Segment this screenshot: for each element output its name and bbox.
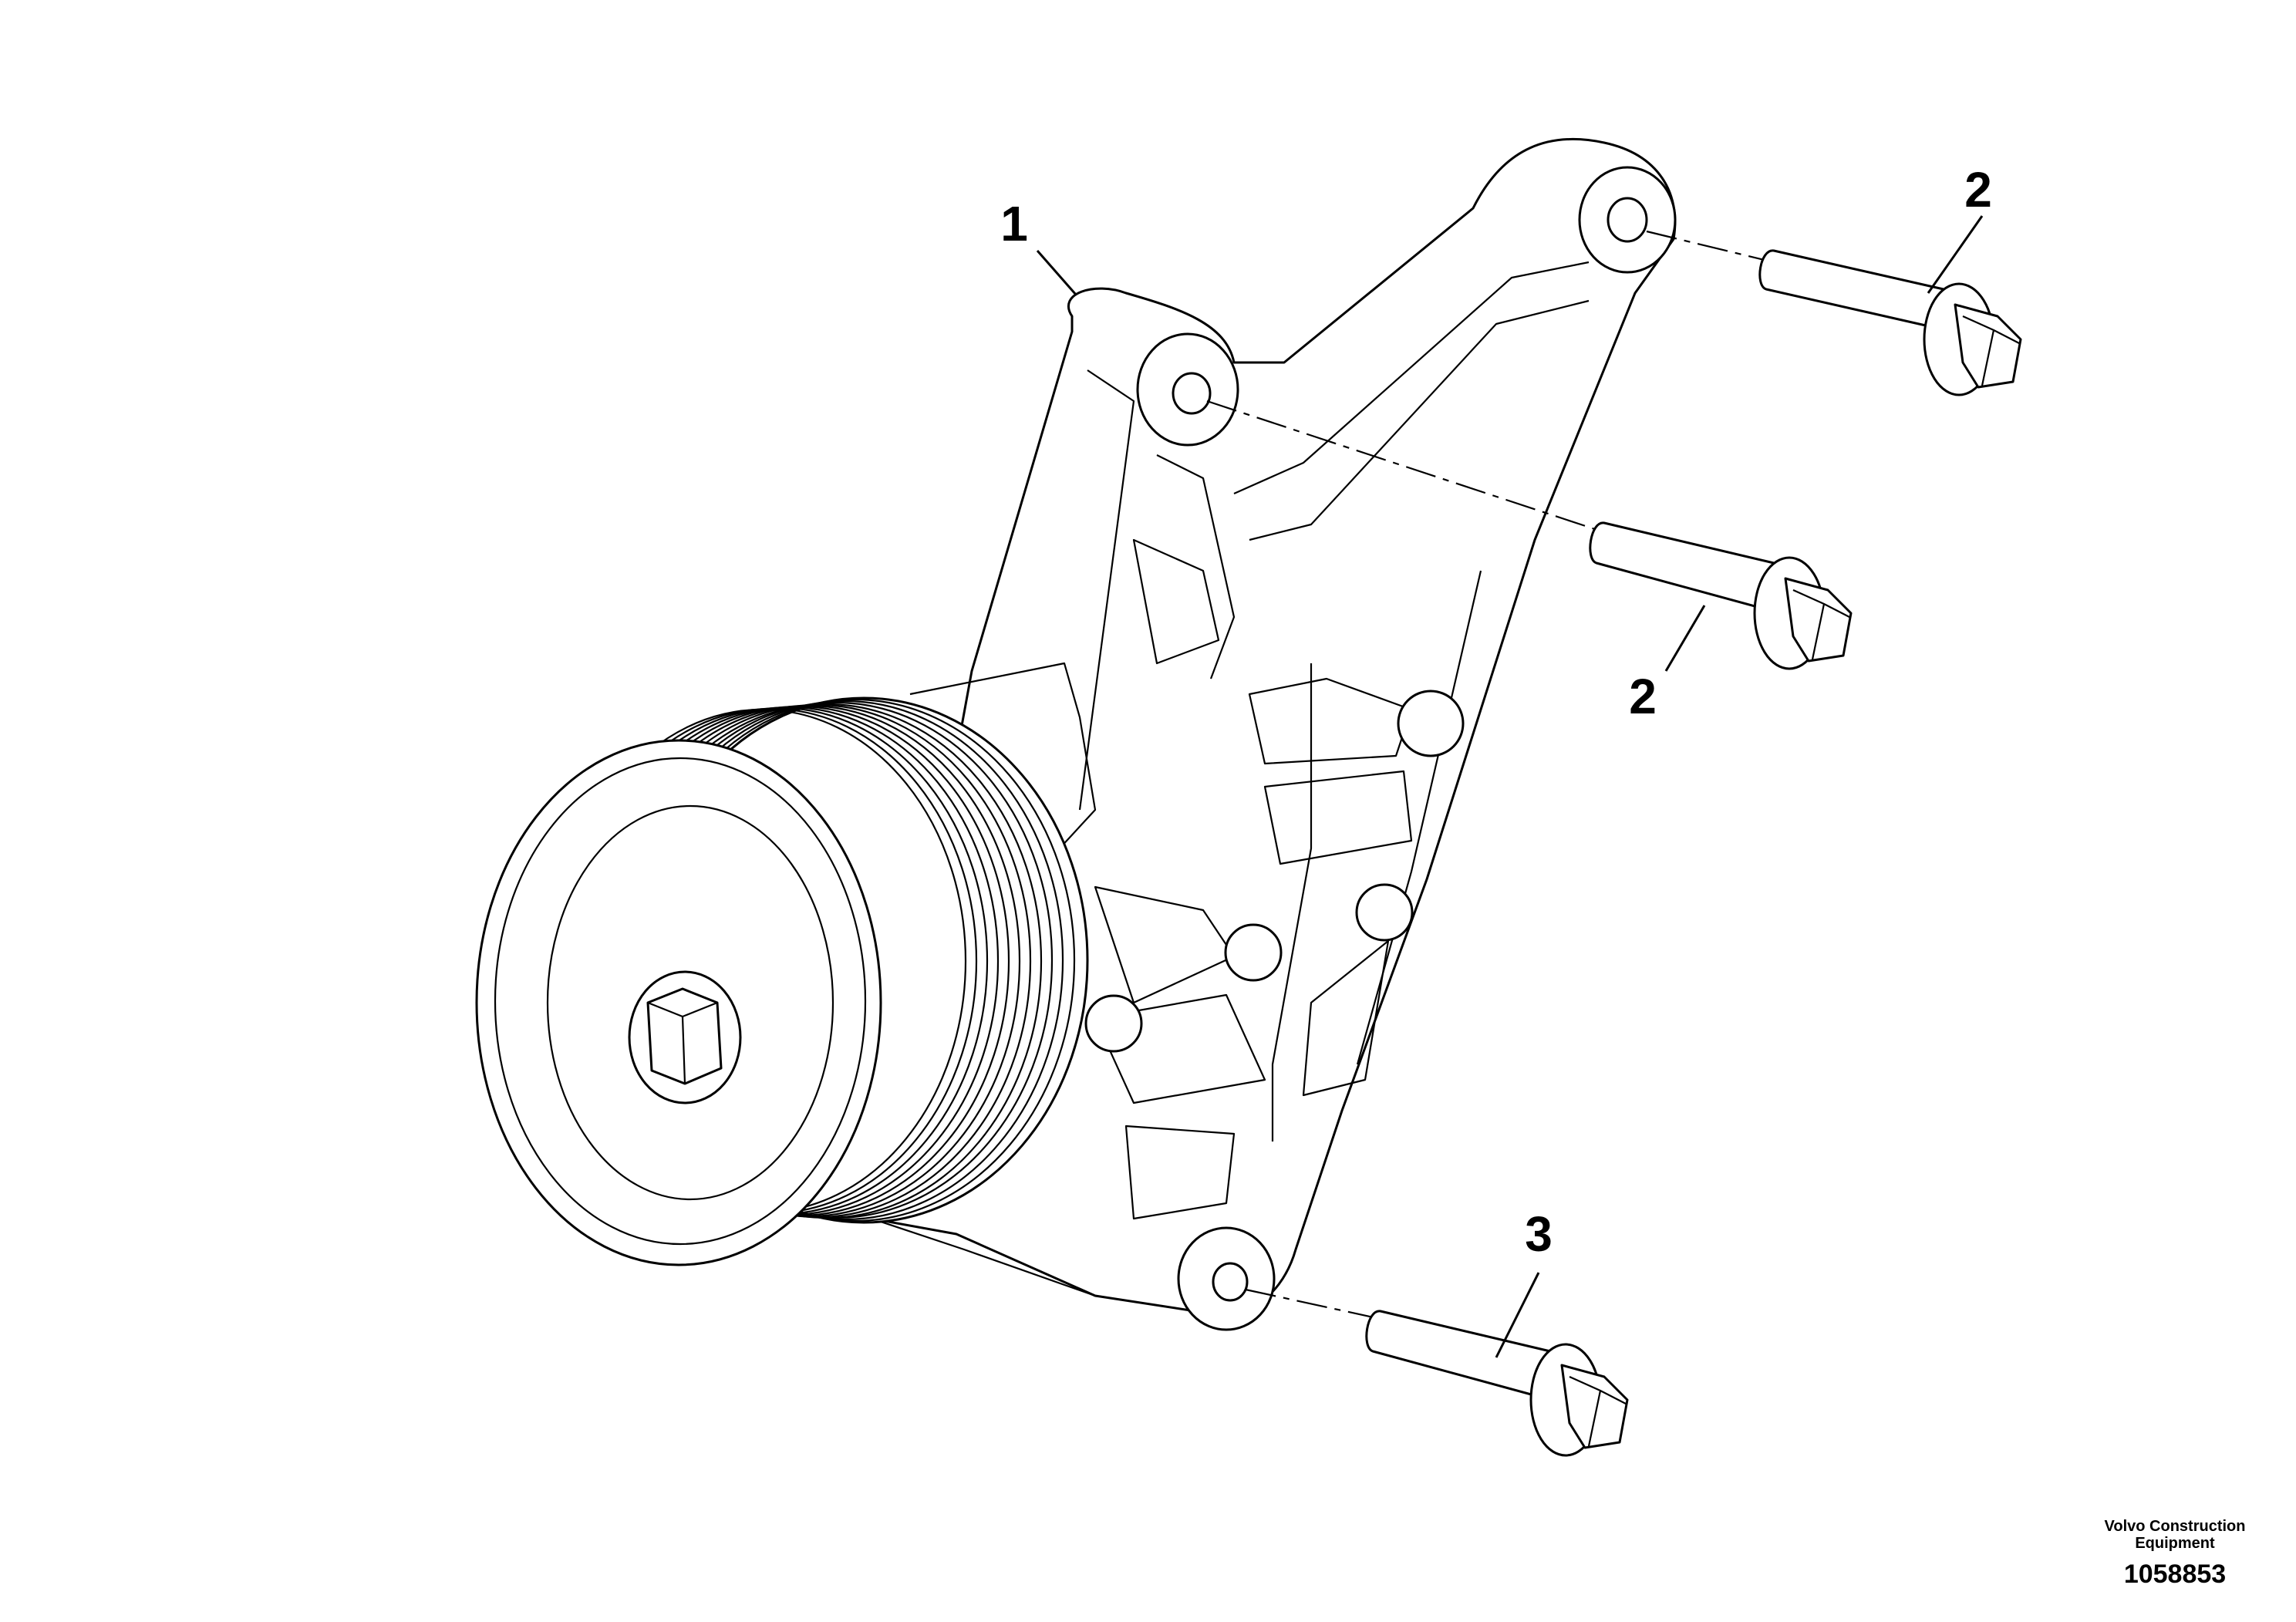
svg-text:2: 2 bbox=[1629, 669, 1657, 724]
manufacturer-line-2: Equipment bbox=[2135, 1535, 2215, 1552]
callout-2-mid: 2 bbox=[1629, 605, 1706, 724]
bolt-top bbox=[1646, 230, 2022, 396]
callout-3: 3 bbox=[1495, 1206, 1553, 1358]
footer: Volvo Construction Equipment 1058853 bbox=[2105, 1518, 2246, 1589]
drawing-number: 1058853 bbox=[2124, 1560, 2226, 1589]
svg-text:3: 3 bbox=[1525, 1206, 1553, 1262]
pulley bbox=[475, 696, 1089, 1266]
svg-text:1: 1 bbox=[1000, 196, 1028, 251]
bolt-mid bbox=[1206, 400, 1853, 670]
bolt-bottom bbox=[1245, 1288, 1629, 1457]
callout-1: 1 bbox=[1000, 196, 1077, 295]
svg-text:2: 2 bbox=[1964, 162, 1992, 218]
callout-2-top: 2 bbox=[1927, 162, 1992, 294]
pulley-bolt bbox=[628, 970, 742, 1104]
manufacturer-line-1: Volvo Construction bbox=[2105, 1518, 2246, 1535]
